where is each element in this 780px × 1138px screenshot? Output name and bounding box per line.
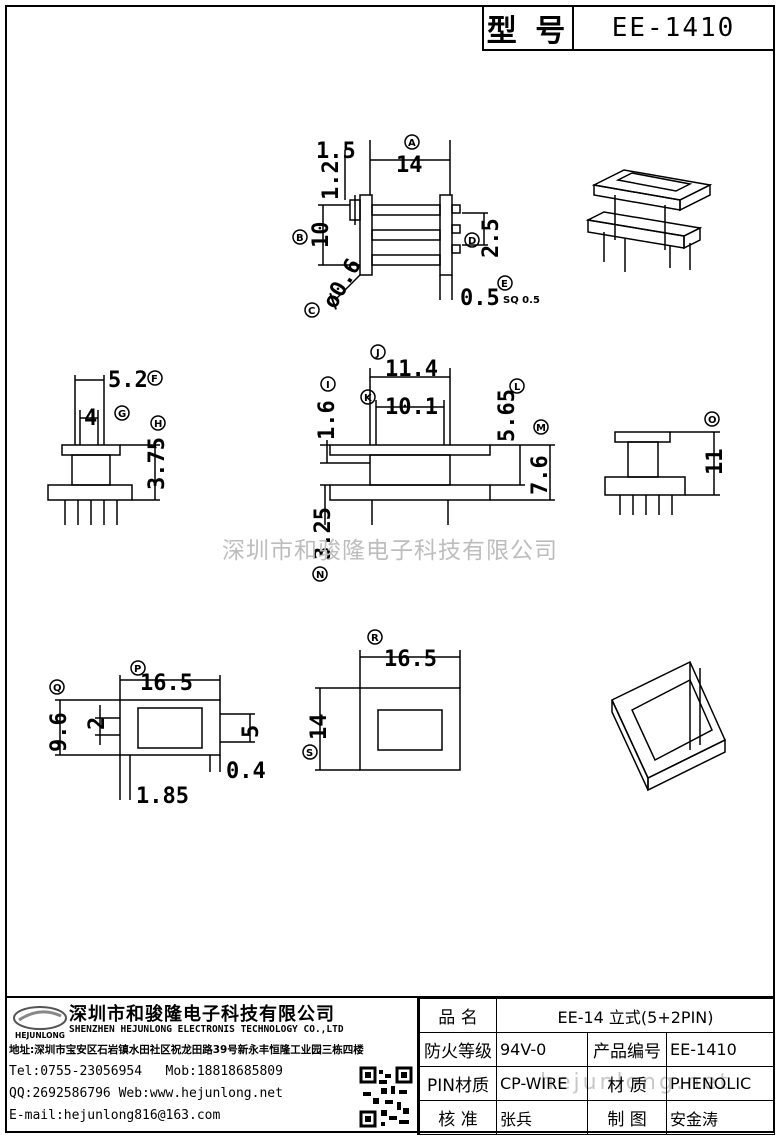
callout-o: O: [708, 415, 717, 426]
tel-text: Tel:0755-23056954: [9, 1064, 143, 1079]
dim-7-6: 7.6: [528, 455, 553, 495]
dim-14-b: 14: [307, 714, 332, 741]
callout-e: E: [501, 279, 508, 290]
dim-0-5: 0.5: [460, 286, 500, 311]
callout-m: M: [536, 423, 546, 434]
callout-h: H: [154, 419, 162, 430]
company-block: HEJUNLONG 深圳市和骏隆电子科技有限公司 SHENZHEN HEJUNL…: [5, 998, 419, 1135]
value-approved: 张兵: [495, 1100, 589, 1135]
value-product-name: EE-14 立式(5+2PIN): [496, 998, 775, 1033]
callout-k: K: [364, 393, 373, 404]
isometric-view-top: [585, 169, 713, 272]
callout-i: I: [326, 380, 330, 391]
front-view: [320, 368, 555, 525]
value-material: PHENOLIC: [666, 1066, 775, 1101]
qr-code-icon: [359, 1066, 413, 1128]
callout-f: F: [151, 374, 158, 385]
dim-11-4: 11.4: [385, 357, 438, 382]
dim-5-65: 5.65: [495, 389, 520, 442]
callout-g: G: [118, 409, 126, 420]
company-name-cn: 深圳市和骏隆电子科技有限公司: [69, 1004, 335, 1025]
model-box: 型 号 EE-1410: [482, 5, 775, 51]
company-name-en: SHENZHEN HEJUNLONG ELECTRONIS TECHNOLOGY…: [69, 1024, 344, 1035]
label-drawn: 制 图: [587, 1100, 668, 1135]
dim-16-5-a: 16.5: [140, 671, 193, 696]
callout-r: R: [371, 633, 379, 644]
company-qq-web: QQ:2692586796 Web:www.hejunlong.net: [9, 1086, 283, 1101]
mob-text: Mob:18818685809: [165, 1064, 283, 1079]
title-block: HEJUNLONG 深圳市和骏隆电子科技有限公司 SHENZHEN HEJUNL…: [5, 996, 775, 1135]
callout-a: A: [408, 138, 416, 149]
dim-2-5: 2.5: [479, 218, 504, 258]
company-logo-icon: HEJUNLONG: [13, 1006, 67, 1040]
dim-1-2: 1.2: [319, 160, 344, 200]
dim-1-6: 1.6: [315, 400, 340, 440]
callout-j: J: [375, 348, 380, 359]
label-product-name: 品 名: [419, 998, 497, 1033]
label-approved: 核 准: [419, 1100, 497, 1135]
company-tel: Tel:0755-23056954 Mob:18818685809: [9, 1064, 283, 1079]
callout-q: Q: [53, 683, 62, 694]
callout-b: B: [296, 233, 304, 244]
callout-d: D: [468, 236, 476, 247]
logo-text: HEJUNLONG: [15, 1031, 65, 1040]
callout-l: L: [514, 382, 521, 393]
label-pin-material: PIN材质: [419, 1066, 497, 1101]
label-material: 材 质: [587, 1066, 668, 1101]
value-drawn: 安金涛: [666, 1100, 775, 1135]
dim-10-1: 10.1: [385, 395, 438, 420]
dim-5: 5: [239, 725, 264, 738]
right-view: [604, 431, 720, 515]
company-email: E-mail:hejunlong816@163.com: [9, 1108, 221, 1123]
side-view: [47, 375, 160, 525]
top-view: [318, 140, 488, 301]
dim-3-25: 3.25: [311, 507, 336, 560]
dim-sq: SQ 0.5: [503, 295, 540, 306]
dim-1-5: 1.5: [316, 139, 356, 164]
model-value: EE-1410: [611, 13, 736, 43]
dim-2: 2: [85, 717, 110, 730]
dim-4: 4: [84, 406, 97, 431]
drawing-frame: [5, 5, 775, 1133]
dim-10: 10: [309, 222, 334, 249]
company-address: 地址:深圳市宝安区石岩镇水田社区祝龙田路39号新永丰恒隆工业园三栋四楼: [9, 1044, 364, 1056]
watermark-company: 深圳市和骏隆电子科技有限公司: [222, 538, 558, 564]
callout-c: C: [308, 306, 315, 317]
value-fire-rating: 94V-0: [495, 1032, 589, 1067]
value-product-code: EE-1410: [666, 1032, 775, 1067]
dim-5-2: 5.2: [108, 368, 148, 393]
dim-14: 14: [396, 153, 423, 178]
plan-view: [315, 650, 461, 771]
technical-drawing: 1.5 14 1.2 10 2.5 ø0.6 0.5 SQ 0.5 5.2 4 …: [47, 134, 728, 809]
dim-11: 11: [703, 449, 728, 476]
value-pin-material: CP-WIRE: [495, 1066, 589, 1101]
callout-s: S: [306, 748, 313, 759]
dim-1-85: 1.85: [136, 784, 189, 809]
callouts: A B C D E F G H I J K L M N O P Q R S: [49, 134, 720, 760]
label-product-code: 产品编号: [587, 1032, 668, 1067]
dim-dia-0-6: ø0.6: [319, 255, 367, 313]
dim-9-6: 9.6: [47, 712, 72, 752]
callout-p: P: [134, 664, 141, 675]
model-label: 型 号: [484, 7, 574, 49]
bottom-view: [55, 675, 255, 800]
dim-16-5-b: 16.5: [384, 647, 437, 672]
callout-n: N: [316, 570, 324, 581]
label-fire-rating: 防火等级: [419, 1032, 497, 1067]
dim-3-75: 3.75: [145, 437, 170, 490]
spec-table: 品 名 EE-14 立式(5+2PIN) 防火等级 94V-0 产品编号 EE-…: [419, 998, 775, 1135]
isometric-view-bottom: [611, 660, 726, 792]
dim-0-4: 0.4: [226, 759, 266, 784]
